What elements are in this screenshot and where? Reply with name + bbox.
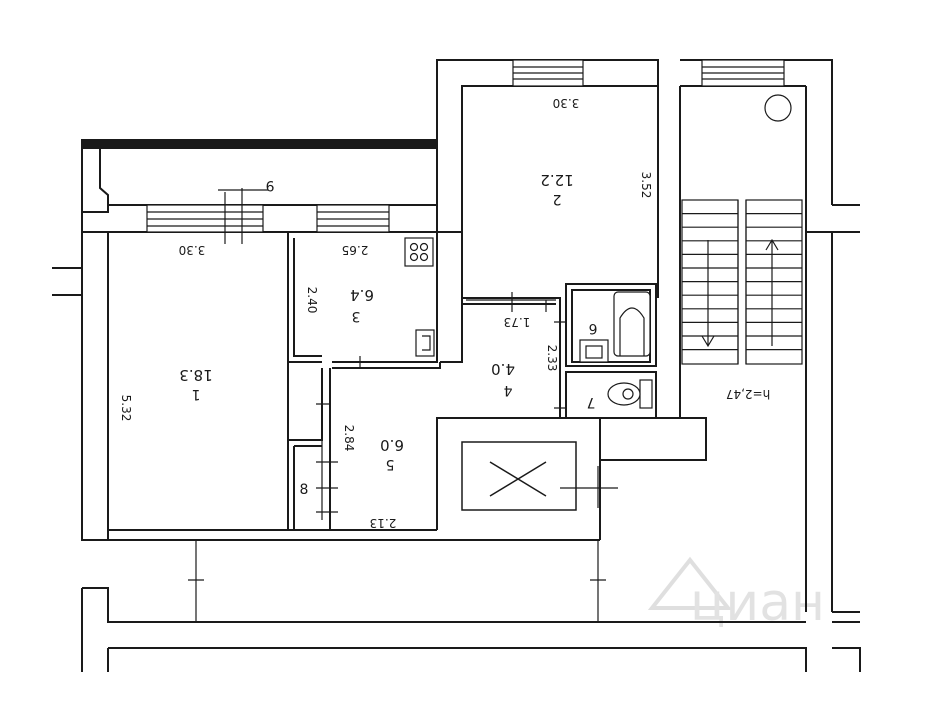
room-6-7-divider <box>566 365 656 373</box>
room-4-area: 4.0 <box>491 360 515 378</box>
room-6-number: 6 <box>588 320 597 336</box>
room4-right-tick <box>554 310 566 409</box>
dim-room4-right: 2.33 <box>545 345 559 372</box>
dim-room1-left: 5.32 <box>119 395 133 422</box>
washbasin-icon <box>579 339 609 363</box>
balcony-wall <box>81 139 438 149</box>
window-stairwell <box>701 59 785 87</box>
dim-room4-top: 1.73 <box>504 315 531 329</box>
room-8-number: 8 <box>300 482 309 498</box>
watermark-text: циан <box>690 573 825 633</box>
corridor-tick <box>188 540 606 622</box>
labels: 1 18.3 2 12.2 3 6.4 4 4.0 5 6.0 6 7 8 9 … <box>119 96 770 530</box>
stove-icon <box>404 237 434 267</box>
sink-icon <box>415 329 435 357</box>
room-3-area: 6.4 <box>350 286 374 304</box>
room-3-number: 3 <box>352 308 361 324</box>
staircase <box>681 199 803 365</box>
balcony-edge <box>99 148 109 205</box>
room-4-walls <box>440 297 561 418</box>
stair-outer-wall <box>679 59 833 612</box>
elevator-shaft <box>461 441 577 511</box>
windows <box>146 59 785 233</box>
room-4-number: 4 <box>503 382 512 398</box>
dim-room5-left: 2.84 <box>342 425 356 452</box>
room-5-area: 6.0 <box>380 436 404 454</box>
hall-walls <box>600 417 707 461</box>
window-room2 <box>512 59 584 87</box>
room4-tick <box>466 292 556 312</box>
dim-room2-top: 3.30 <box>553 96 580 110</box>
room-2-number: 2 <box>553 191 562 207</box>
dim-room5-bottom: 2.13 <box>370 516 397 530</box>
stair-well <box>737 200 747 364</box>
stair-arrow-icon <box>701 238 779 348</box>
room-9-number: 9 <box>266 177 275 193</box>
bottom-corridor-wall <box>81 587 807 672</box>
dim-room3-top: 2.65 <box>342 243 369 257</box>
room-3-double-wall <box>293 238 441 369</box>
bathtub-icon <box>613 291 651 357</box>
room-5-walls <box>287 368 331 530</box>
room-1-number: 1 <box>192 386 201 402</box>
room-1-area: 18.3 <box>179 366 212 384</box>
dim-room1-top: 3.30 <box>179 243 206 257</box>
balcony-outline <box>81 140 437 213</box>
room-2-area: 12.2 <box>540 171 573 189</box>
riser-pipe-icon <box>764 94 792 122</box>
toilet-icon <box>607 379 653 409</box>
room-7-number: 7 <box>587 394 596 410</box>
window-room3 <box>316 204 390 233</box>
left-wall <box>81 212 109 541</box>
hall-tick <box>560 466 618 508</box>
dim-room3-left: 2.40 <box>305 287 319 314</box>
room2-left-wall-inner <box>436 205 462 233</box>
stair-right-ext <box>806 204 860 623</box>
room-5-number: 5 <box>386 456 395 472</box>
dimension-ticks <box>188 188 618 622</box>
bottom-ext-lines <box>832 647 861 672</box>
window-room1 <box>146 204 264 233</box>
balcony-tick <box>218 188 268 244</box>
left-ext-lines <box>52 267 82 296</box>
fixtures <box>404 94 792 409</box>
dim-room2-right: 3.52 <box>639 172 653 199</box>
stair-height-label: h=2,47 <box>726 387 770 401</box>
room2-inner-wall <box>461 85 658 298</box>
cian-logo-icon <box>647 556 733 610</box>
room5-left-tick <box>316 376 338 520</box>
